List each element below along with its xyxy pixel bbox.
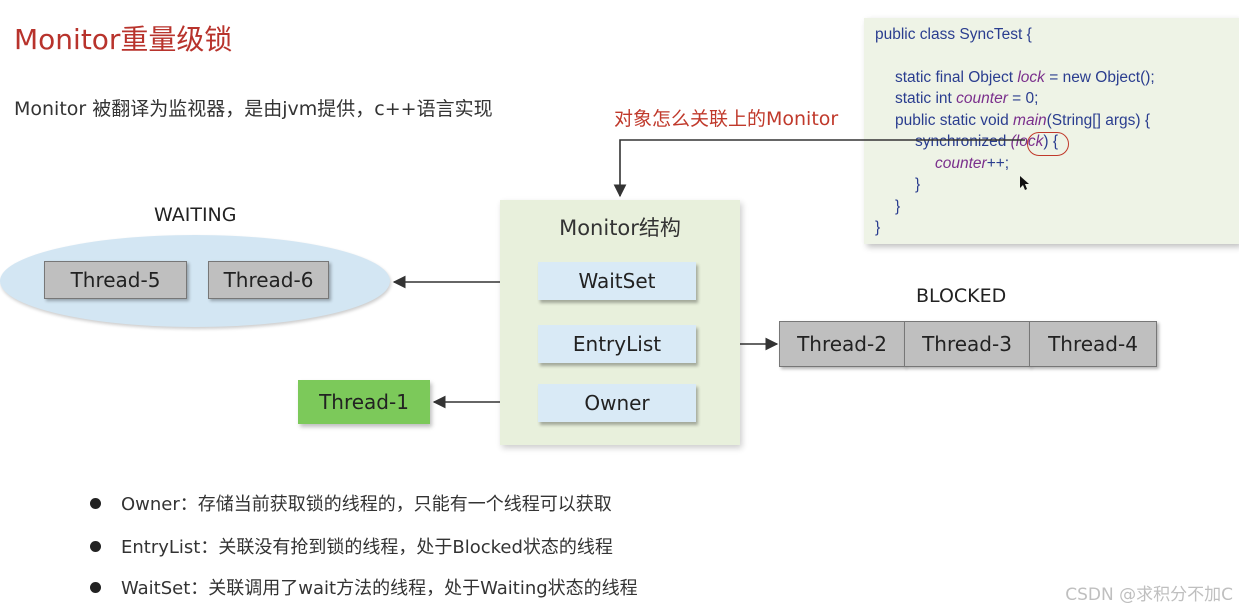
blocked-thread: Thread-3 [904, 321, 1030, 367]
code-line-8: } [895, 198, 901, 215]
code-line-7: } [915, 176, 921, 193]
lock-to-monitor-arrow [613, 139, 1025, 198]
watermark: CSDN @求积分不加C [1065, 585, 1233, 605]
bullet-dot-icon [90, 581, 101, 593]
page-subtitle: Monitor 被翻译为监视器，是由jvm提供，c++语言实现 [14, 98, 493, 120]
owner-thread: Thread-1 [298, 380, 430, 424]
owner-slot: Owner [538, 384, 696, 422]
code-line-3: static int counter = 0; [895, 90, 1039, 107]
bullet-entrylist: EntryList：关联没有抢到锁的线程，处于Blocked状态的线程 [90, 533, 613, 559]
code-line-4: public static void main(String[] args) { [895, 112, 1151, 129]
code-panel: public class SyncTest { static final Obj… [864, 18, 1239, 244]
waiting-label: WAITING [154, 204, 237, 226]
blocked-thread: Thread-4 [1029, 321, 1157, 367]
entrylist-slot: EntryList [538, 325, 696, 363]
bullet-dot-icon [90, 540, 101, 552]
bullet-waitset: WaitSet：关联调用了wait方法的线程，处于Waiting状态的线程 [90, 574, 638, 600]
waitset-slot: WaitSet [538, 262, 696, 300]
question-annotation: 对象怎么关联上的Monitor [614, 108, 839, 130]
code-line-1: public class SyncTest { [875, 26, 1032, 43]
blocked-label: BLOCKED [916, 285, 1007, 307]
blocked-thread: Thread-2 [779, 321, 905, 367]
lock-highlight-circle [1027, 132, 1069, 156]
cursor-icon [1020, 176, 1029, 190]
waiting-thread: Thread-5 [44, 261, 187, 299]
code-line-9: } [875, 219, 881, 236]
waiting-thread: Thread-6 [208, 261, 329, 299]
monitor-title: Monitor结构 [559, 216, 681, 240]
code-line-2: static final Object lock = new Object(); [895, 69, 1155, 86]
bullet-dot-icon [90, 497, 101, 509]
code-line-6: counter++; [935, 155, 1010, 172]
page-title: Monitor重量级锁 [14, 23, 233, 56]
bullet-owner: Owner：存储当前获取锁的线程的，只能有一个线程可以获取 [90, 490, 612, 516]
